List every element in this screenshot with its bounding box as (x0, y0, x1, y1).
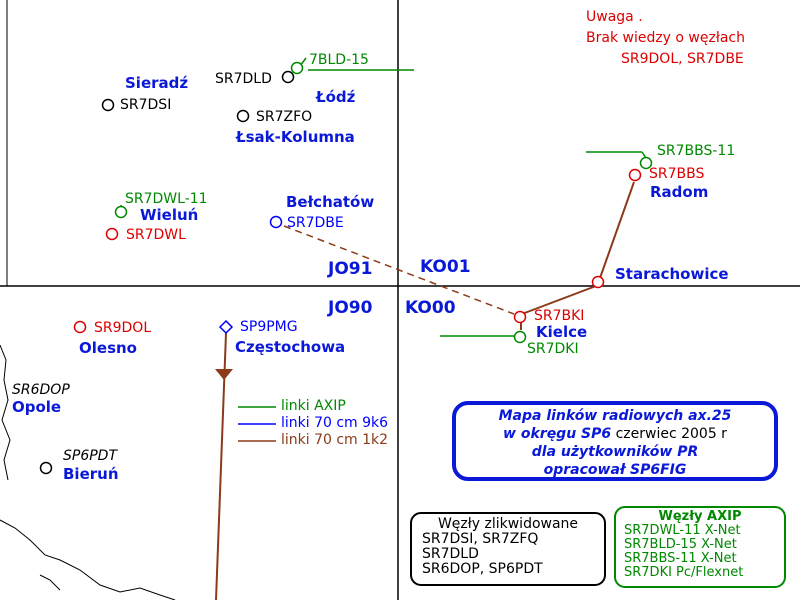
link-bki-starachowice (521, 285, 597, 315)
removed-nodes-box: Węzły zlikwidowane SR7DSI, SR7ZFQ SR7DLD… (410, 512, 606, 586)
axip-nodes-line: SR7DWL-11 X-Net (624, 523, 741, 538)
title-line-2: w okręgu SP6 czerwiec 2005 r (456, 425, 774, 443)
city-label-kielce: Kielce (536, 323, 588, 341)
node-label-bbs11: SR7BBS-11 (657, 143, 736, 159)
legend-1k2-label: linki 70 cm 1k2 (281, 432, 389, 448)
city-label-starachowice: Starachowice (615, 265, 729, 283)
node-bki-marker (513, 310, 527, 324)
city-label-czestochowa: Częstochowa (235, 338, 346, 356)
node-label-dwl11: SR7DWL-11 (125, 191, 208, 207)
city-label-lask: Łsak-Kolumna (236, 128, 355, 146)
node-label-bki: SR7BKI (534, 308, 585, 324)
title-line-3: dla użytkowników PR (531, 444, 699, 460)
warning-title: Uwaga . (586, 9, 643, 25)
axip-nodes-line: SR7BBS-11 X-Net (624, 551, 737, 566)
warning-line: Brak wiedzy o węzłach (586, 30, 745, 46)
node-pdt-marker (39, 461, 53, 475)
grid-label-jo91: JO91 (328, 259, 373, 279)
node-label-dki: SR7DKI (527, 341, 579, 357)
title-region: w okręgu SP6 (503, 426, 612, 442)
node-bbs11-marker (639, 156, 653, 170)
link-starachowice-bbs (599, 181, 635, 279)
node-label-dld: SR7DLD (215, 71, 272, 87)
node-bld-marker (290, 61, 304, 75)
removed-nodes-line: SR7DSI, SR7ZFQ (422, 531, 539, 547)
title-line-4: opracował SP6FIG (543, 462, 687, 478)
city-label-belchatow: Bełchatów (286, 193, 375, 211)
grid-label-jo90: JO90 (328, 298, 373, 318)
node-dld-marker (281, 70, 295, 84)
legend-9k6-label: linki 70 cm 9k6 (281, 415, 389, 431)
city-label-olesno: Olesno (79, 339, 137, 357)
node-dsi-marker (101, 98, 115, 112)
node-dwl-marker (105, 227, 119, 241)
node-dwl11-marker (114, 205, 128, 219)
node-label-dsi: SR7DSI (120, 97, 172, 113)
node-label-dbe: SR7DBE (287, 215, 344, 231)
removed-nodes-line: SR6DOP, SP6PDT (422, 561, 543, 577)
axip-nodes-box: Węzły AXIP SR7DWL-11 X-Net SR7BLD-15 X-N… (614, 506, 786, 588)
node-label-dol: SR9DOL (94, 320, 152, 336)
warning-nodes: SR9DOL, SR7DBE (621, 51, 744, 67)
node-label-pdt: SP6PDT (63, 448, 118, 464)
node-dbe-marker (269, 215, 283, 229)
node-label-zfo: SR7ZFO (256, 109, 313, 125)
legend-axip-label: linki AXIP (281, 398, 346, 414)
border-line-bottom (0, 519, 176, 600)
node-dki-marker (513, 330, 527, 344)
map-title-box: Mapa linków radiowych ax.25 w okręgu SP6… (452, 401, 778, 481)
node-label-bbs: SR7BBS (649, 166, 705, 182)
node-dol-marker (73, 320, 87, 334)
axip-nodes-line: SR7BLD-15 X-Net (624, 537, 737, 552)
arrow-marker (215, 369, 233, 380)
node-starachowice-marker (591, 275, 605, 289)
removed-nodes-line: SR7DLD (422, 546, 479, 562)
grid-label-ko01: KO01 (420, 257, 471, 277)
city-label-bierun: Bieruń (63, 465, 119, 483)
city-label-radom: Radom (650, 183, 709, 201)
grid-label-ko00: KO00 (405, 298, 456, 318)
axip-nodes-line: SR7DKI Pc/Flexnet (624, 565, 744, 580)
city-label-lodz: Łódź (316, 88, 356, 106)
city-label-opole: Opole (12, 398, 62, 416)
border-line-small (39, 574, 61, 591)
city-label-sieradz: Sieradź (125, 74, 189, 92)
city-label-wielun: Wieluń (140, 206, 199, 224)
node-label-pmg: SP9PMG (240, 319, 298, 335)
node-label-dop: SR6DOP (12, 382, 70, 398)
node-bbs-marker (628, 168, 642, 182)
node-label-dwl: SR7DWL (126, 227, 186, 243)
node-label-bld: 7BLD-15 (309, 52, 369, 68)
title-date: czerwiec 2005 r (611, 426, 727, 442)
node-zfo-marker (236, 109, 250, 123)
title-line-1: Mapa linków radiowych ax.25 (498, 408, 732, 424)
border-line (0, 344, 11, 481)
axip-nodes-title: Węzły AXIP (658, 509, 742, 524)
removed-nodes-title: Węzły zlikwidowane (437, 516, 579, 532)
node-pmg-marker (218, 319, 234, 335)
link-dbe-bki-dashed (283, 225, 515, 315)
